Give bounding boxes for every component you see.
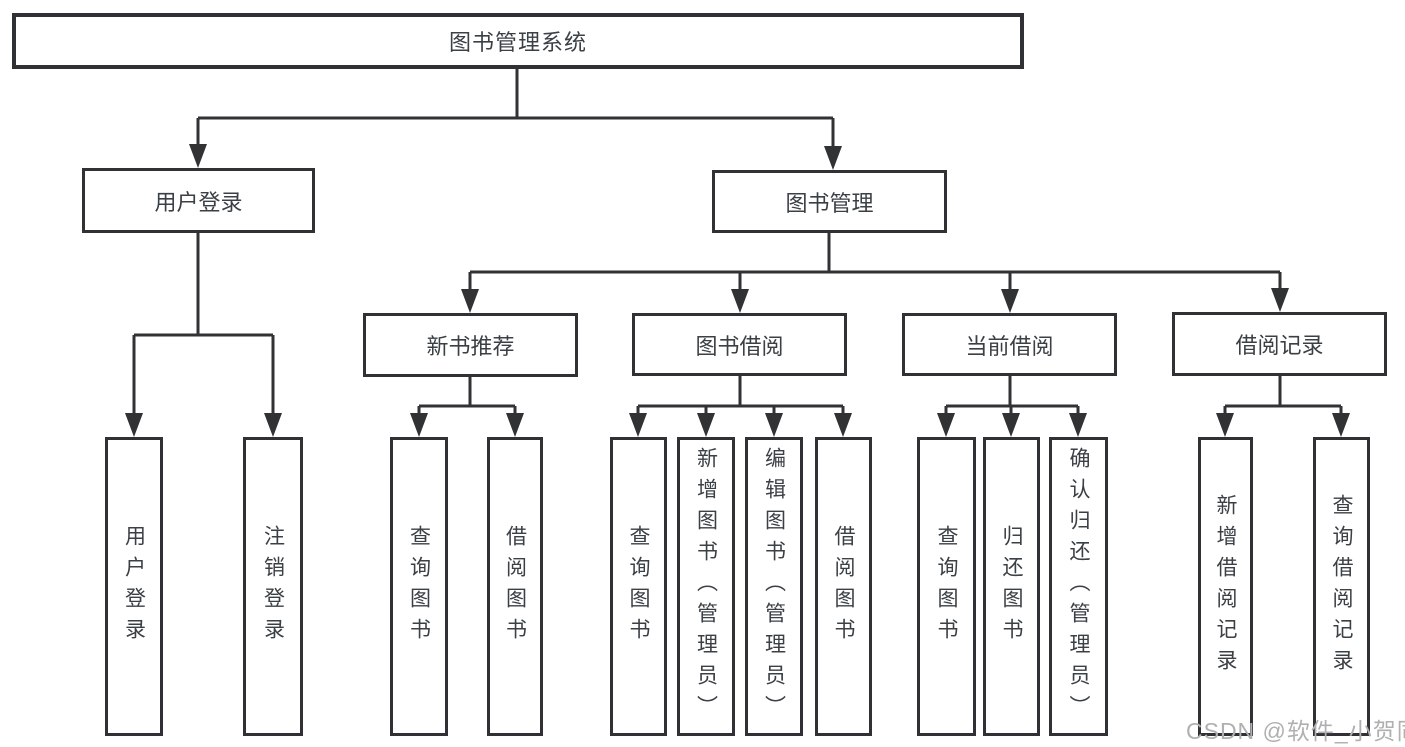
leaf-confirm-return-admin: 确认归还（管理员） <box>1049 437 1108 736</box>
node-current-borrow: 当前借阅 <box>902 313 1117 376</box>
leaf-borrow-books-1: 借阅图书 <box>487 437 543 736</box>
node-user-login: 用户登录 <box>82 168 315 233</box>
leaf-query-books-1: 查询图书 <box>390 437 448 736</box>
node-root-system: 图书管理系统 <box>12 13 1024 69</box>
node-new-book-recommend: 新书推荐 <box>363 313 578 377</box>
node-borrow-records: 借阅记录 <box>1172 312 1387 376</box>
leaf-query-books-3: 查询图书 <box>917 437 976 736</box>
leaf-return-book: 归还图书 <box>983 437 1040 736</box>
leaf-borrow-books-2: 借阅图书 <box>815 437 872 736</box>
csdn-watermark: CSDN @软件_小贺同学 <box>1186 718 1405 744</box>
leaf-edit-book-admin: 编辑图书（管理员） <box>745 437 803 736</box>
node-book-management: 图书管理 <box>712 170 947 233</box>
leaf-add-book-admin: 新增图书（管理员） <box>677 437 735 736</box>
node-book-borrow: 图书借阅 <box>632 313 847 376</box>
leaf-query-borrow-record: 查询借阅记录 <box>1313 437 1370 736</box>
leaf-query-books-2: 查询图书 <box>610 437 667 736</box>
leaf-user-login: 用户登录 <box>105 437 163 736</box>
leaf-logout: 注销登录 <box>243 437 303 736</box>
leaf-add-borrow-record: 新增借阅记录 <box>1198 437 1253 736</box>
